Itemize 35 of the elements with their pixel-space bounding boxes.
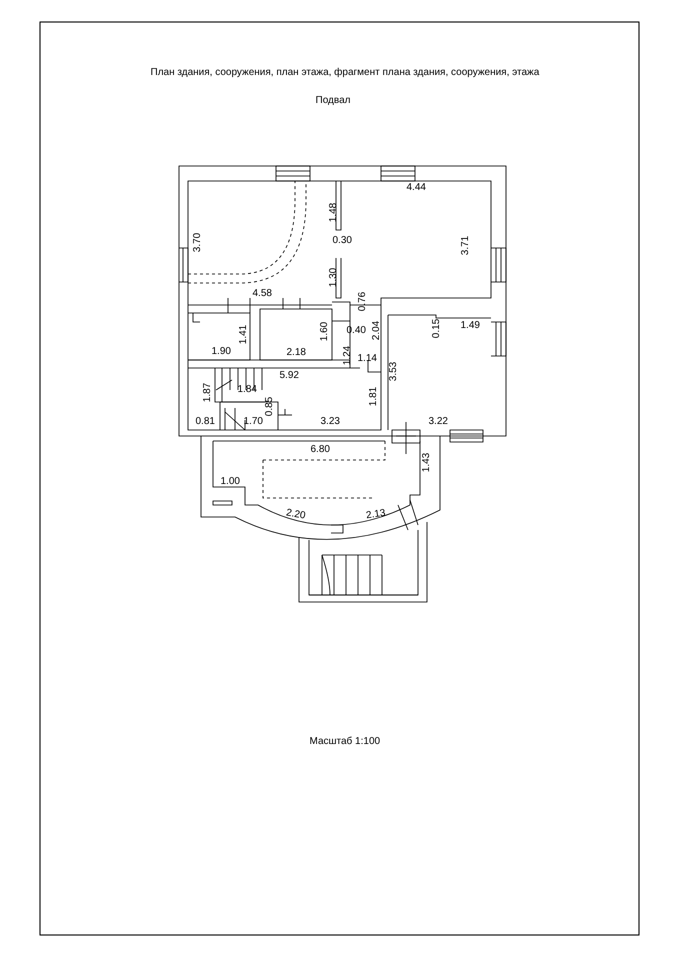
dimension-label: 1.14 [358, 352, 377, 364]
dimension-label: 4.44 [406, 182, 426, 192]
dimension-label: 3.70 [192, 232, 203, 252]
dimension-label: 1.84 [238, 384, 257, 394]
dimension-label: 0.81 [196, 416, 215, 426]
dimension-label: 3.71 [460, 235, 471, 255]
dimension-label: 1.70 [244, 416, 263, 426]
dimension-label: 0.30 [332, 234, 352, 246]
dimension-label: 3.23 [320, 416, 340, 426]
dimension-label: 4.58 [252, 288, 272, 298]
dimension-label: 1.90 [212, 346, 231, 356]
dimension-label: 3.53 [388, 361, 399, 381]
dimension-label: 2.04 [370, 320, 382, 340]
dimension-label: 1.43 [420, 452, 432, 472]
dimension-label: 1.41 [238, 324, 249, 344]
dimension-label: 2.20 [284, 506, 306, 522]
plan-title: План здания, сооружения, план этажа, фрагмент плана здания, сооружения, этажа [150, 66, 540, 78]
dimension-label: 0.85 [264, 396, 275, 416]
dimension-label: 6.80 [310, 444, 330, 454]
dimension-label: 1.60 [318, 321, 330, 341]
scale-note: Масштаб 1:100 [310, 736, 380, 746]
dimension-label: 1.48 [328, 202, 339, 222]
dimension-label: 1.81 [368, 386, 379, 406]
dimension-label: 1.49 [460, 320, 480, 330]
dimension-label: 1.24 [342, 345, 353, 365]
floor-name: Подвал [316, 94, 350, 106]
dimension-label: 5.92 [280, 370, 299, 380]
dimension-label: 1.87 [202, 382, 213, 402]
dimension-label: 0.15 [430, 318, 442, 338]
dimension-label: 1.00 [220, 476, 240, 486]
dimension-label: 2.18 [286, 346, 306, 358]
dimension-label: 0.76 [356, 291, 368, 311]
dimension-label: 3.22 [428, 416, 448, 426]
dimension-label: 2.13 [364, 507, 386, 521]
dimension-label: 1.30 [328, 267, 339, 287]
